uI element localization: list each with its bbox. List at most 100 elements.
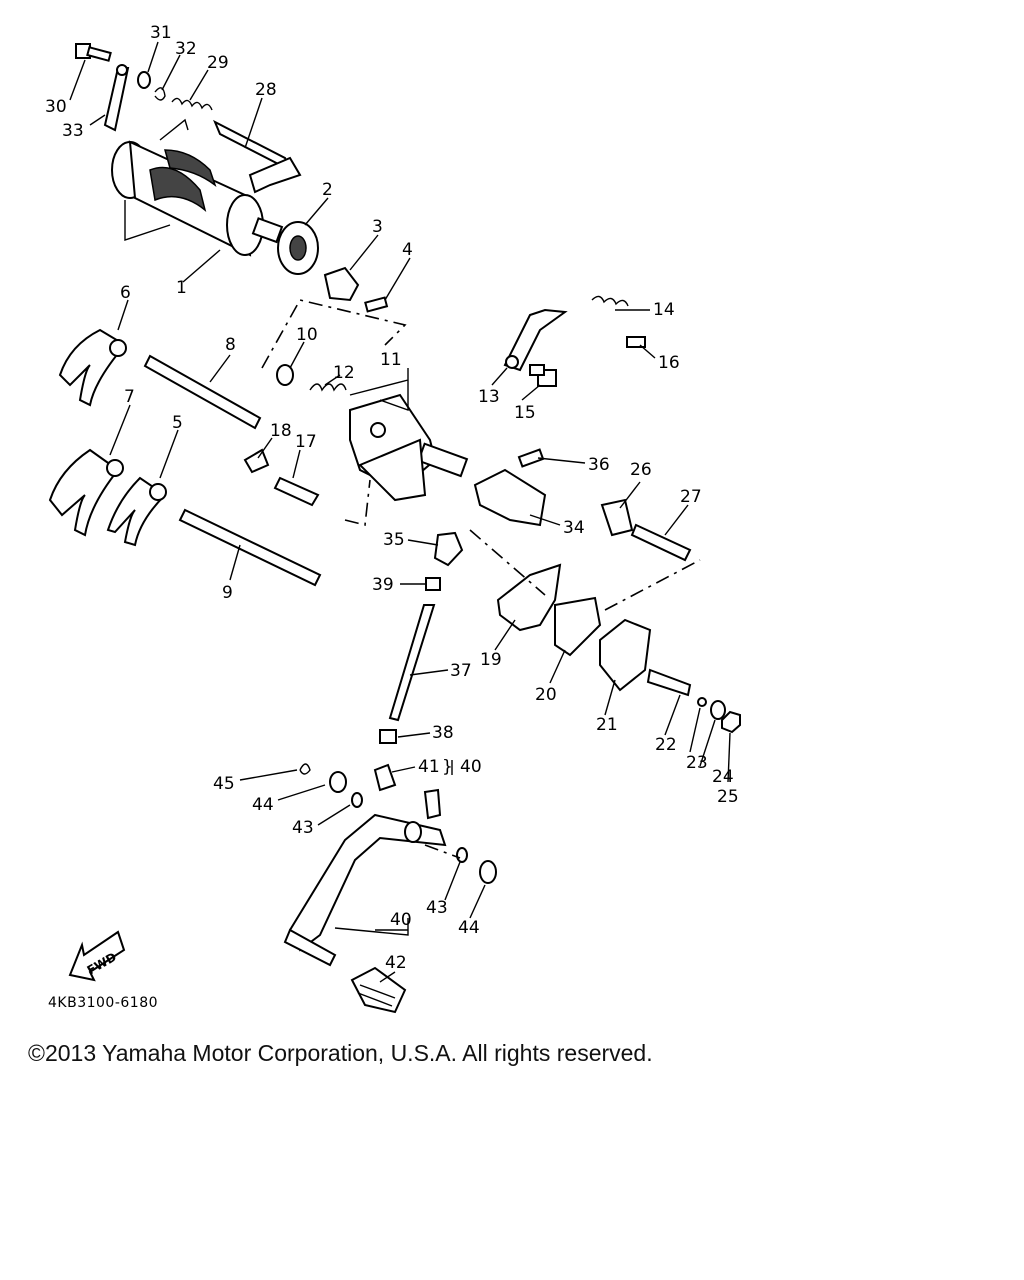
part-label: 2 [322, 180, 333, 200]
part-label: 25 [717, 787, 739, 807]
spring-12 [309, 383, 347, 392]
nut-39 [425, 577, 441, 591]
part-label: 6 [120, 283, 131, 303]
collar-43a [351, 792, 363, 808]
part-label: 43 [292, 818, 314, 838]
part-label: 30 [45, 97, 67, 117]
washer-23 [697, 697, 707, 707]
shift-shaft-assembly-11 [349, 393, 469, 502]
part-label: 14 [653, 300, 675, 320]
shift-fork-6 [58, 328, 127, 407]
part-label: 38 [432, 723, 454, 743]
leader-lines [69, 41, 731, 983]
part-label: 20 [535, 685, 557, 705]
part-label: 3 [372, 217, 383, 237]
part-label: 31 [150, 23, 172, 43]
part-label: 39 [372, 575, 394, 595]
part-label: 9 [222, 583, 233, 603]
part-label: 15 [514, 403, 536, 423]
part-label: 23 [686, 753, 708, 773]
part-label: 37 [450, 661, 472, 681]
part-label: 8 [225, 335, 236, 355]
washer-44b [479, 860, 497, 884]
shift-rod-37 [388, 604, 436, 722]
part-label: 26 [630, 460, 652, 480]
joint-35 [433, 531, 464, 567]
lever-33 [103, 64, 130, 132]
spring-29 [159, 97, 213, 141]
bearing [277, 221, 319, 275]
part-label: 35 [383, 530, 405, 550]
copyright-text: ©2013 Yamaha Motor Corporation, U.S.A. A… [28, 1040, 653, 1066]
part-label: 42 [385, 953, 407, 973]
shift-rod-8 [143, 354, 262, 430]
part-labels: 31 32 29 28 30 33 2 3 4 1 6 8 10 12 11 1… [45, 23, 739, 973]
bolt-22 [646, 668, 692, 697]
bracket-glyph: } [442, 757, 453, 777]
part-label: 43 [426, 898, 448, 918]
part-label: 11 [380, 350, 402, 370]
part-label: 7 [124, 387, 135, 407]
part-label: 41 [418, 757, 440, 777]
bolt-15 [529, 364, 557, 387]
part-label: 12 [333, 363, 355, 383]
fwd-arrow-icon: FWD [68, 930, 126, 982]
segment [323, 266, 360, 302]
part-label: 16 [658, 353, 680, 373]
pin-27 [630, 523, 692, 562]
part-label: 29 [207, 53, 229, 73]
part-label: 36 [588, 455, 610, 475]
shift-fork-7 [48, 448, 124, 537]
bolt-17 [273, 476, 320, 507]
part-label: 32 [175, 39, 197, 59]
clip-18 [243, 448, 270, 474]
part-label: 28 [255, 80, 277, 100]
clip-32 [154, 87, 166, 101]
part-label: 18 [270, 421, 292, 441]
part-label: 22 [655, 735, 677, 755]
nut-25 [721, 710, 741, 734]
shift-rod-9 [178, 508, 322, 587]
shift-pedal-40 [283, 788, 447, 967]
lever-34 [473, 468, 547, 527]
nut-38 [379, 729, 397, 744]
pedal-rubber-42 [350, 966, 407, 1014]
bolt-30 [75, 43, 112, 62]
part-label: 24 [712, 767, 734, 787]
part-label: 45 [213, 774, 235, 794]
washer-10 [276, 364, 294, 386]
part-label: 1 [176, 278, 187, 298]
spring-14 [591, 295, 629, 307]
part-label: 33 [62, 121, 84, 141]
part-label: 21 [596, 715, 618, 735]
pin-16 [626, 336, 646, 348]
part-label: 17 [295, 432, 317, 452]
part-label: 19 [480, 650, 502, 670]
part-label: 27 [680, 487, 702, 507]
plate-20 [554, 596, 602, 657]
part-label: 34 [563, 518, 585, 538]
cam-19 [496, 563, 562, 632]
shift-fork-5 [106, 476, 167, 547]
joint-41 [373, 763, 397, 792]
bushing-26 [600, 498, 634, 537]
collar-43b [456, 847, 468, 863]
shift-shaft-28 [213, 119, 302, 194]
diagram-code: 4KB3100-6180 [48, 995, 158, 1011]
bolt-36 [517, 448, 545, 468]
bolt-4 [364, 296, 389, 313]
washer-31 [137, 71, 151, 89]
parts-diagram: 31 32 29 28 30 33 2 3 4 1 6 8 10 12 11 1… [45, 23, 741, 1014]
clip-45 [299, 763, 311, 775]
assembly-lines [261, 299, 701, 859]
segment-21 [599, 618, 652, 692]
part-label: 10 [296, 325, 318, 345]
washer-44a [329, 771, 347, 793]
part-label: 44 [252, 795, 274, 815]
part-label: 4 [402, 240, 413, 260]
part-label: 5 [172, 413, 183, 433]
part-label: 40 [460, 757, 482, 777]
part-label: 40 [390, 910, 412, 930]
part-label: 13 [478, 387, 500, 407]
stopper-lever-13 [503, 308, 568, 372]
